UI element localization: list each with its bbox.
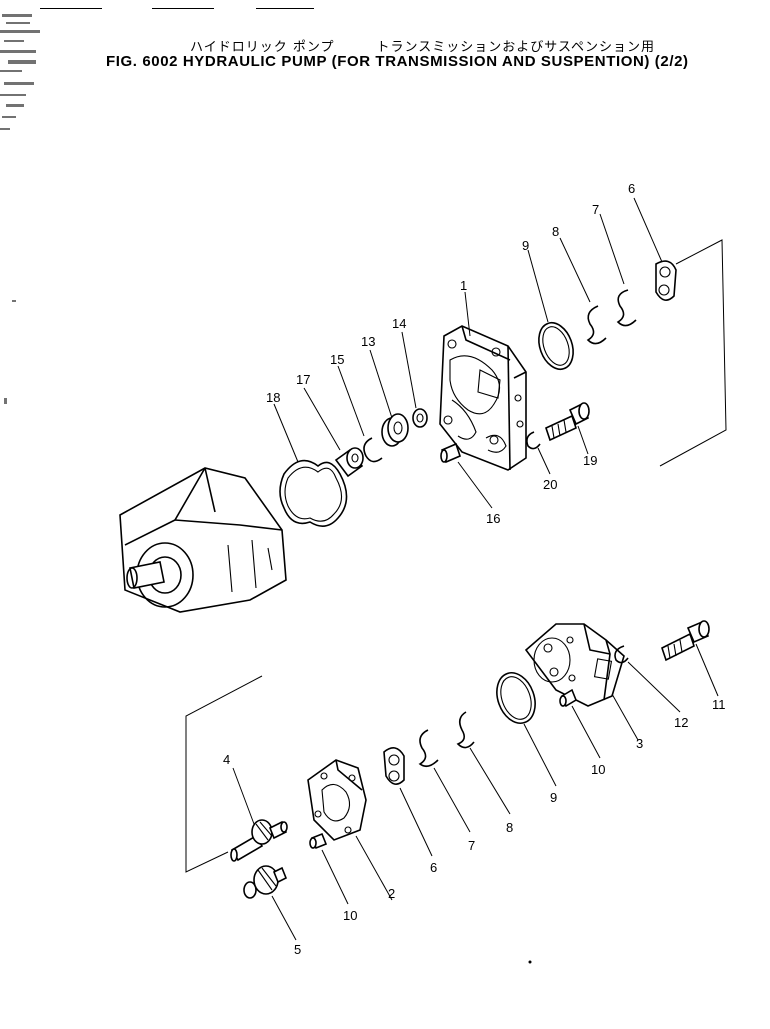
callout-8-upper: 8 [552,224,559,239]
pump-body [119,467,287,613]
top-rule-1 [40,8,102,9]
callout-9-lower: 9 [550,790,557,805]
callout-numbers: 1 2 3 4 5 6 6 7 7 8 8 9 9 10 10 11 12 13… [223,181,726,957]
callout-5: 5 [294,942,301,957]
part-9-o-ring-lower [496,672,536,724]
scan-dot [528,960,532,964]
callout-2: 2 [388,886,395,901]
part-15-snap-ring [363,437,383,463]
part-20-washer [526,431,541,450]
part-6-plate-upper [655,260,677,301]
callout-19: 19 [583,453,597,468]
part-8-seal-upper [586,305,607,345]
callout-6-lower: 6 [430,860,437,875]
part-1-cover-plate [439,325,527,471]
callout-6-upper: 6 [628,181,635,196]
callout-14: 14 [392,316,406,331]
part-8-seal-lower [456,711,475,749]
part-11-bolt [661,620,710,662]
part-6-plate-lower [383,747,405,785]
callout-1: 1 [460,278,467,293]
top-rule-3 [256,8,314,9]
leader-lines [232,197,719,941]
part-2-gear-housing [307,759,367,841]
lower-group-bracket [185,675,263,873]
callout-10-left: 10 [343,908,357,923]
scan-noise [0,14,40,404]
callout-3: 3 [636,736,643,751]
figure-title-japanese: ハイドロリック ポンプ トランスミッションおよびサスペンション用 [190,40,656,55]
callout-13: 13 [361,334,375,349]
callout-7-upper: 7 [592,202,599,217]
callout-4: 4 [223,752,230,767]
part-18-gasket [279,459,348,527]
part-9-o-ring-upper [538,321,574,371]
top-rule-2 [152,8,214,9]
callout-16: 16 [486,511,500,526]
callout-9-upper: 9 [522,238,529,253]
callout-11: 11 [712,697,726,712]
part-10-pin-right [559,688,577,708]
part-14-washer [412,408,428,428]
callout-12: 12 [674,715,688,730]
part-7-seal-lower [418,729,439,768]
part-7-seal-upper [616,289,637,327]
part-10-pin-left [309,832,328,850]
callout-17: 17 [296,372,310,387]
part-13-bearing [381,413,409,447]
callout-15: 15 [330,352,344,367]
callout-18: 18 [266,390,280,405]
callout-7-lower: 7 [468,838,475,853]
part-17-bushing [334,447,364,478]
part-19-bolt [545,402,590,442]
part-5-driven-gear [243,865,288,899]
part-16-pin [440,442,461,464]
part-4-drive-gear [230,819,288,862]
callout-20: 20 [543,477,557,492]
upper-group-bracket [659,239,727,467]
callout-10-right: 10 [591,762,605,777]
callout-8-lower: 8 [506,820,513,835]
part-3-rear-cover [524,623,625,707]
figure-title: FIG. 6002 HYDRAULIC PUMP (FOR TRANSMISSI… [106,53,689,70]
part-12-washer [614,645,629,664]
